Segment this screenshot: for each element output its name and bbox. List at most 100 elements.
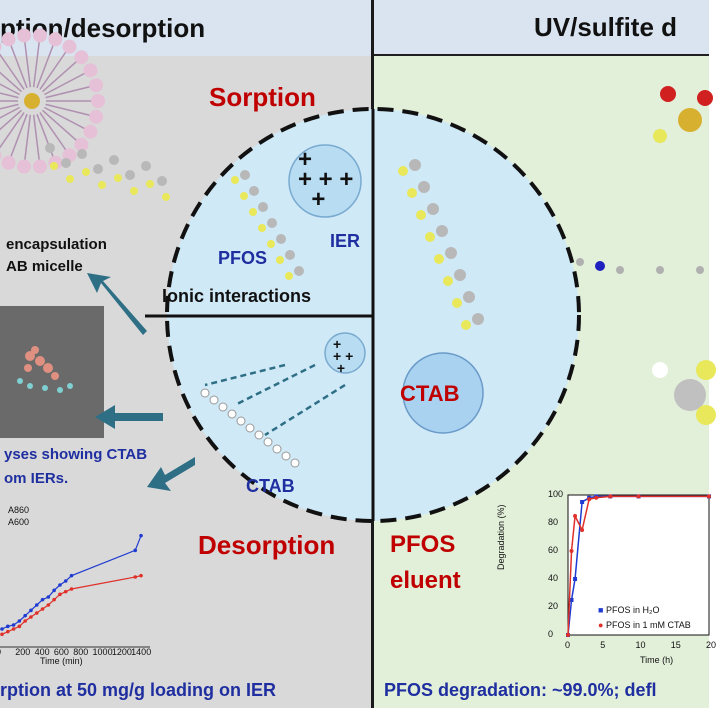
micelle-tail [44,72,86,96]
small-bead-charges: ++ + + [333,336,354,376]
kinetics-point [133,575,138,579]
degradation-point [569,598,574,602]
ier-charges: + + + + + [298,146,354,213]
center-circle [145,107,581,523]
fluorine-atom [162,193,170,201]
micelle-tail [32,114,40,161]
pfos-atom [258,202,268,212]
degradation-point [566,633,570,637]
pfos-label: PFOS [218,248,268,268]
degradation-y-tick: 60 [548,545,559,555]
kinetics-point [52,597,56,602]
kinetics-x-tick: 600 [53,647,69,657]
kinetics-point [69,573,74,578]
degradation-point [587,497,592,502]
ctab-atom [281,451,291,461]
desorption-kinetics-chart [0,533,150,648]
pfos-atom-right [436,225,448,237]
degradation-y-tick: 100 [548,489,564,499]
kinetics-x-tick: 1400 [131,647,152,657]
kinetics-point [58,583,62,587]
ctab-atom [254,430,264,440]
kinetics-point [63,579,68,583]
micelle-tail [41,60,78,93]
degradation-x-label: Time (h) [640,655,674,665]
degradation-point [569,549,574,553]
micelle-tail [41,109,78,142]
pfos-eluent-line1: PFOS [390,531,456,558]
degradation-x-tick: 15 [670,640,681,650]
pfos-atom [267,218,277,228]
micelle-head [32,159,47,174]
degradation-x-tick: 0 [565,640,571,650]
kinetics-x-tick: 1000 [92,647,113,657]
kinetics-point [58,592,62,597]
kinetics-point [0,632,4,637]
right-header-title: UV/sulfite d [534,11,678,42]
pfos-atom-right [418,181,430,193]
micelle-caption-line2: AB micelle [6,258,83,275]
chain-atom [93,164,103,174]
ier-label: IER [330,231,361,251]
degradation-chart [566,494,711,637]
degradation-x-tick: 5 [600,640,606,650]
pfos-fluorine [267,240,275,248]
pfos-atom [240,170,250,180]
micelle-head [1,32,16,47]
pfos-fluorine [276,256,284,264]
degradation-point [608,494,613,499]
micelle-tail [0,106,20,119]
micelle-head [89,109,104,124]
sem-particles [17,346,73,393]
pfos-fluorine [249,208,257,216]
micelle-tail [10,113,28,158]
micelle-tail [0,103,19,110]
right-molecules [576,86,716,425]
fluorine-atom [50,162,58,170]
degradation-y-label: Degradation (%) [496,504,506,570]
ctab-atom [263,437,273,447]
pfos-atom-right [445,247,457,259]
pfos-fluorine-right [416,210,426,220]
kinetics-point [40,597,45,602]
sem-eds-image [0,306,104,438]
kinetics-point [40,607,45,611]
micelle-head [17,159,32,174]
pfos-atom-right [454,269,466,281]
dashed-arrow [204,363,286,387]
kinetics-point [29,608,33,613]
degradation-point [573,577,578,581]
degradation-legend-1: ■ PFOS in H₂O [598,605,660,615]
micelle-tail [45,103,91,117]
chain-atom [77,149,87,159]
pfos-atom-right [427,203,439,215]
micelle-head [1,155,16,170]
degradation-y-tick: 0 [548,629,554,639]
kinetics-point [17,619,22,623]
right-header: UV/sulfite d [374,0,709,56]
kinetics-point [133,548,138,553]
ctab-atom [236,416,246,426]
kinetics-x-axis-label: Time (min) [40,656,83,666]
micelle-head [48,32,63,47]
pfos-fluorine [285,272,293,280]
micelle-head [17,28,32,43]
micelle-caption-line1: encapsulation [6,236,107,253]
kinetics-point [52,588,56,593]
degradation-point [580,528,585,532]
right-footer: PFOS degradation: ~99.0%; defl [384,680,657,700]
kinetics-point [46,603,51,607]
kinetics-legend-2: A600 [8,517,30,527]
dashed-arrow [264,383,346,437]
micelle-tail [24,114,32,161]
kinetics-point [34,603,39,607]
chain-atom [45,143,55,153]
fluorine-atom [114,174,122,182]
pfos-fluorine-right [407,188,417,198]
kinetics-x-tick: 200 [15,647,31,657]
pfos-fluorine [240,192,248,200]
kinetics-point [0,627,4,631]
kinetics-point [23,619,27,623]
sem-caption-line1: yses showing CTAB [4,446,148,463]
dashed-arrow [234,363,316,407]
